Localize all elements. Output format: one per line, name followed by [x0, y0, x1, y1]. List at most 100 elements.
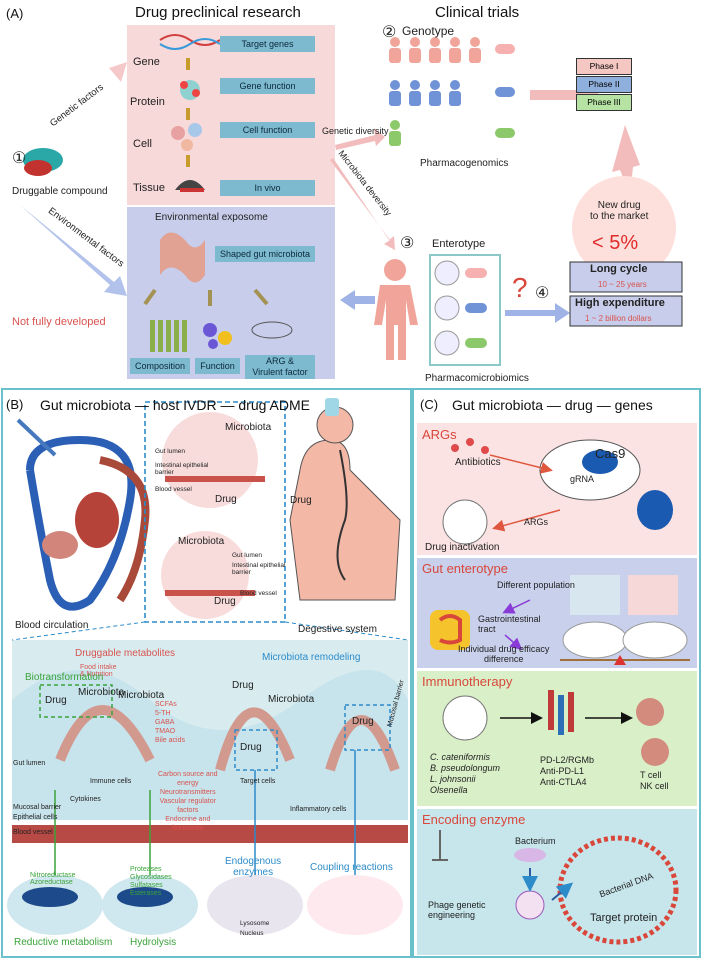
epithelial-cells-label: Epithelial cells [13, 814, 58, 821]
drug-label-mucosal: Drug [352, 716, 374, 727]
checkpoints-list: PD-L2/RGMb Anti-PD-L1 Anti-CTLA4 [540, 755, 595, 787]
box-gene-function: Gene function [220, 78, 315, 94]
high-expenditure-label: High expenditure [575, 297, 665, 309]
blood-vessel-band [12, 825, 408, 843]
different-population-label: Different population [497, 580, 575, 590]
vein-loop [26, 435, 136, 611]
druggable-metabolites-label: Druggable metabolites [75, 648, 176, 659]
blood-vessel-label-bottom: Blood vessel [240, 590, 277, 597]
box-target-genes: Target genes [220, 36, 315, 52]
microbiota-label-bottom: Microbiota [178, 536, 225, 547]
args-title: ARGs [422, 427, 457, 442]
immune-cells-label: Immune cells [90, 778, 132, 785]
immunotherapy-title: Immunotherapy [422, 674, 513, 689]
box-composition: Composition [130, 358, 190, 374]
individual-efficacy-label: Individual drug efficacy difference [458, 644, 550, 664]
microbiota-label-metab: Microbiota [118, 690, 165, 701]
panel-b-label: (B) [6, 397, 24, 412]
intestinal-barrier-label-top: Intestinal epithelial barrier [155, 462, 209, 476]
cytokines-label: Cytokines [70, 796, 101, 803]
microbiota-label-remodel: Microbiota [268, 694, 315, 705]
new-drug-circle [572, 176, 676, 280]
preclinical-title: Drug preclinical research [135, 4, 301, 21]
degestive-system-label: Degestive system [298, 624, 377, 635]
panel-b-title: Gut microbiota — host IVDR — drug ADME [40, 397, 310, 413]
genetic-diversity-arrow [335, 128, 385, 150]
circle-2: ② [382, 24, 397, 41]
bacterium-label: Bacterium [515, 836, 556, 846]
long-cycle-years: 10 ~ 25 years [598, 280, 647, 289]
pharmacomicrobiomics-label: Pharmacomicrobiomics [425, 373, 529, 384]
coupling-reactions-label: Coupling reactions [310, 862, 393, 873]
microbiota-label-bio: Microbiota [78, 687, 125, 698]
gi-tract-label: Gastrointestinal tract [478, 614, 541, 634]
args-label: ARGs [524, 517, 549, 527]
panel-c-label: (C) [420, 397, 439, 412]
long-cycle-box [569, 261, 683, 293]
blood-circulation-label: Blood circulation [15, 620, 89, 631]
gut-lumen-label-bottom: Gut lumen [232, 552, 262, 559]
drug-label-target: Drug [240, 742, 262, 753]
carbon-source-label: Carbon source and energy Neurotransmitte… [158, 771, 218, 832]
inflammatory-cells-label: Inflammatory cells [290, 806, 347, 813]
nucleus-label: Nucleus [240, 930, 264, 937]
drug-label-right: Drug [290, 495, 312, 506]
phase-2: Phase II [576, 76, 632, 93]
box-function: Function [195, 358, 240, 374]
clinical-title: Clinical trials [435, 4, 520, 21]
level-cell: Cell [133, 138, 152, 150]
biotransformation-label: Biotransformation [25, 672, 104, 683]
panel-b-border [1, 388, 412, 958]
drug-label-top: Drug [215, 494, 237, 505]
preclinical-genetic-panel [127, 25, 335, 205]
trials-to-phase-arrow [530, 82, 600, 108]
target-cells-label: Target cells [240, 778, 276, 785]
reductive-metabolism-label: Reductive metabolism [14, 937, 113, 948]
preclinical-environmental-panel [127, 207, 335, 379]
circle-3: ③ [400, 235, 415, 252]
genetic-diversity-label: Genetic diversity [322, 126, 389, 136]
panel-a-label: (A) [6, 6, 24, 21]
environmental-exposome-label: Environmental exposome [155, 212, 268, 223]
new-drug-label: New drug to the market [590, 200, 649, 222]
endogenous-enzymes-label: Endogenous enzymes [225, 856, 282, 878]
box-arg-virulent: ARG & Virulent factor [245, 355, 315, 379]
endogenous-circle [207, 875, 303, 935]
drug-inactivation-label: Drug inactivation [425, 542, 500, 553]
microbiota-label-top: Microbiota [225, 422, 272, 433]
level-protein: Protein [130, 96, 165, 108]
gut-lumen-label-top: Gut lumen [155, 448, 185, 455]
genotype-label: Genotype [402, 24, 455, 38]
genetic-factor-arrow [20, 62, 127, 150]
person-body [374, 285, 418, 360]
pharmacogenomics-label: Pharmacogenomics [420, 158, 509, 169]
percent-label: < 5% [592, 232, 639, 254]
coupling-circle [307, 875, 403, 935]
panel-c-title: Gut microbiota — drug — genes [452, 397, 653, 413]
blood-vessel-label-top: Blood vessel [155, 486, 192, 493]
pill-bottle-icon [325, 398, 339, 416]
target-protein-label: Target protein [590, 912, 658, 924]
encoding-section [417, 809, 697, 955]
drug-label-remodel: Drug [232, 680, 254, 691]
heart-icon [75, 492, 119, 548]
gut-lumen-label-lower: Gut lumen [13, 760, 46, 767]
phase-1: Phase I [576, 58, 632, 75]
hydrolysis-label: Hydrolysis [130, 937, 177, 948]
circle-4: ④ [535, 285, 550, 302]
level-gene: Gene [133, 56, 160, 68]
high-expenditure-cost: 1 ~ 2 billion dollars [585, 314, 652, 323]
grna-label: gRNA [570, 474, 595, 484]
food-intake-label: Food intake & Nutrition [80, 664, 117, 678]
blood-vessel-label-lower: Blood vessel [13, 829, 53, 836]
enterotype-arrow [505, 303, 570, 323]
phase-to-market-arrow [612, 125, 640, 195]
druggable-compound-label: Druggable compound [12, 186, 108, 197]
people-group-2 [389, 80, 461, 106]
people-group-1 [389, 37, 481, 63]
level-tissue: Tissue [133, 182, 165, 194]
gut-icon [42, 531, 78, 559]
microbiota-remodeling-label: Microbiota remodeling [262, 652, 361, 663]
syringe-icon [16, 418, 57, 457]
